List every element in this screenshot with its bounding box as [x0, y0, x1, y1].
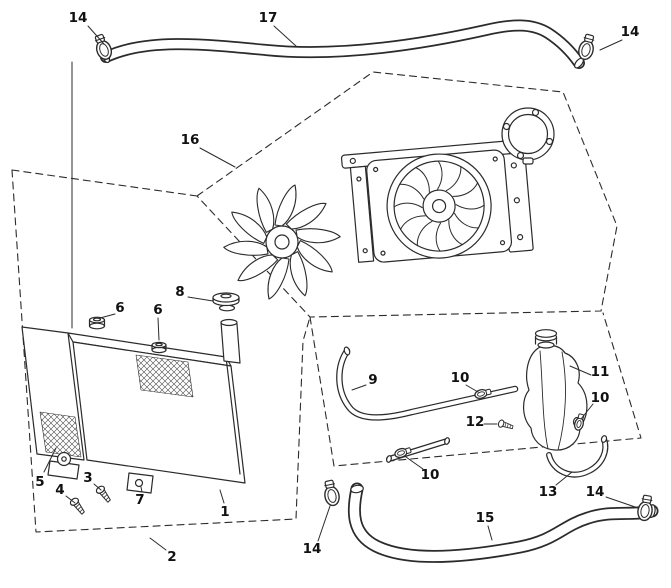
- callout-5: 5: [35, 474, 44, 490]
- callout-leader-5: [43, 447, 57, 473]
- hose-clamp: [321, 478, 342, 508]
- callout-16: 16: [181, 132, 200, 148]
- radiator: [21, 292, 246, 494]
- callout-14: 14: [621, 24, 640, 40]
- callout-leader-15: [487, 525, 493, 541]
- callout-leader-14: [317, 505, 331, 542]
- small-cap-b: [151, 341, 167, 354]
- reservoir-cap: [534, 329, 558, 349]
- callout-6: 6: [153, 302, 162, 318]
- callout-leader-14: [87, 25, 105, 45]
- callout-10: 10: [591, 390, 610, 406]
- callout-13: 13: [539, 484, 558, 500]
- drain-plug: [47, 451, 80, 480]
- callout-leader-17: [273, 25, 297, 47]
- radiator-core-hatch: [135, 354, 194, 398]
- callout-leader-10: [405, 456, 424, 470]
- motor-mount-ring: [501, 107, 555, 165]
- callout-leader-3: [93, 483, 102, 491]
- callout-leader-14: [605, 496, 639, 509]
- radiator-front-face: [72, 341, 246, 484]
- callout-17: 17: [259, 10, 278, 26]
- callout-leader-1: [219, 489, 225, 504]
- hose-clamp: [91, 32, 115, 63]
- callout-leader-11: [569, 365, 592, 376]
- radiator-cap: [212, 292, 240, 312]
- callout-7: 7: [135, 492, 144, 508]
- small-clamp: [393, 445, 413, 460]
- filler-neck: [220, 318, 241, 364]
- hose-clamp: [576, 32, 598, 62]
- callout-leader-7: [140, 486, 143, 493]
- callout-leader-2: [149, 537, 167, 551]
- callout-12: 12: [466, 414, 485, 430]
- callout-8: 8: [175, 284, 184, 300]
- screw-12: [496, 418, 515, 432]
- callout-leader-10: [580, 403, 594, 420]
- connector-pipe: [386, 437, 450, 463]
- callout-14: 14: [303, 541, 322, 557]
- callout-11: 11: [591, 364, 610, 380]
- reservoir-hose: [546, 435, 609, 478]
- mounting-bracket: [126, 472, 154, 494]
- callout-leader-8: [187, 296, 214, 302]
- bolt-4: [68, 496, 87, 517]
- callout-leader-14: [599, 39, 623, 51]
- callout-leader-9: [351, 384, 367, 391]
- callout-9: 9: [368, 372, 377, 388]
- callout-leader-13: [555, 471, 573, 486]
- callout-leader-4: [65, 495, 76, 504]
- callout-2: 2: [167, 549, 176, 565]
- radiator-tank-hatch: [39, 411, 82, 458]
- callout-1: 1: [220, 504, 229, 520]
- upper-hose: [100, 19, 585, 69]
- radiator-section-dashed-boundary: [11, 169, 311, 533]
- callout-3: 3: [83, 470, 92, 486]
- callout-10: 10: [451, 370, 470, 386]
- small-cap-a: [88, 316, 106, 330]
- fan-shroud-assembly: [340, 139, 534, 263]
- coolant-reservoir: [523, 329, 588, 451]
- callout-leader-10: [465, 384, 479, 393]
- lower-hose: [347, 482, 659, 563]
- callout-leader-16: [199, 147, 236, 168]
- callout-6: 6: [115, 300, 124, 316]
- callout-4: 4: [55, 482, 64, 498]
- reservoir-section-dashed-boundary: [309, 312, 642, 467]
- callout-leader-6: [157, 317, 160, 341]
- callout-15: 15: [476, 510, 495, 526]
- callout-10: 10: [421, 467, 440, 483]
- callout-leader-6: [99, 313, 116, 319]
- callout-14: 14: [69, 10, 88, 26]
- overflow-hose: [336, 346, 519, 421]
- fan-blade: [222, 184, 342, 300]
- callout-14: 14: [586, 484, 605, 500]
